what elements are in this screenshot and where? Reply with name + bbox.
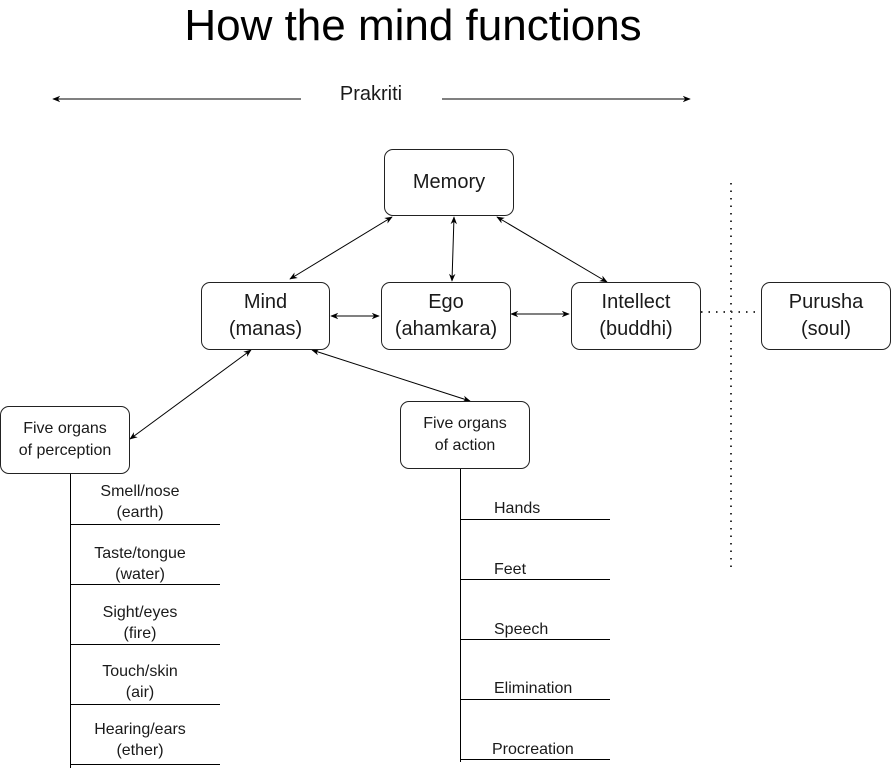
prakriti-label: Prakriti: [339, 83, 403, 105]
edge-memory-ego: [449, 216, 457, 282]
edge-mind-perception: [129, 349, 252, 440]
action-item-speech: Speech: [494, 621, 549, 638]
node-ego[interactable]: Ego (ahamkara): [381, 282, 511, 350]
node-purusha[interactable]: Purusha (soul): [761, 282, 891, 350]
perception-item-touch: Touch/skin (air): [102, 663, 178, 701]
perception-item-taste: Taste/tongue (water): [94, 545, 186, 583]
node-action[interactable]: Five organs of action: [400, 401, 530, 469]
edge-memory-mind: [289, 216, 393, 280]
perception-item-hearing: Hearing/ears (ether): [94, 721, 186, 759]
edge-mind-action: [311, 349, 471, 402]
action-item-elimination: Elimination: [494, 680, 573, 697]
perception-item-smell: Smell/nose (earth): [100, 483, 180, 521]
action-item-hands: Hands: [494, 500, 541, 517]
node-memory[interactable]: Memory: [384, 149, 514, 216]
action-item-feet: Feet: [494, 561, 527, 578]
diagram-title: How the mind functions: [184, 1, 642, 50]
node-intellect[interactable]: Intellect (buddhi): [571, 282, 701, 350]
node-mind[interactable]: Mind (manas): [201, 282, 330, 350]
node-perception[interactable]: Five organs of perception: [0, 406, 130, 474]
action-item-procreation: Procreation: [492, 741, 574, 758]
edge-memory-intellect: [496, 216, 608, 283]
perception-item-sight: Sight/eyes (fire): [102, 604, 178, 642]
